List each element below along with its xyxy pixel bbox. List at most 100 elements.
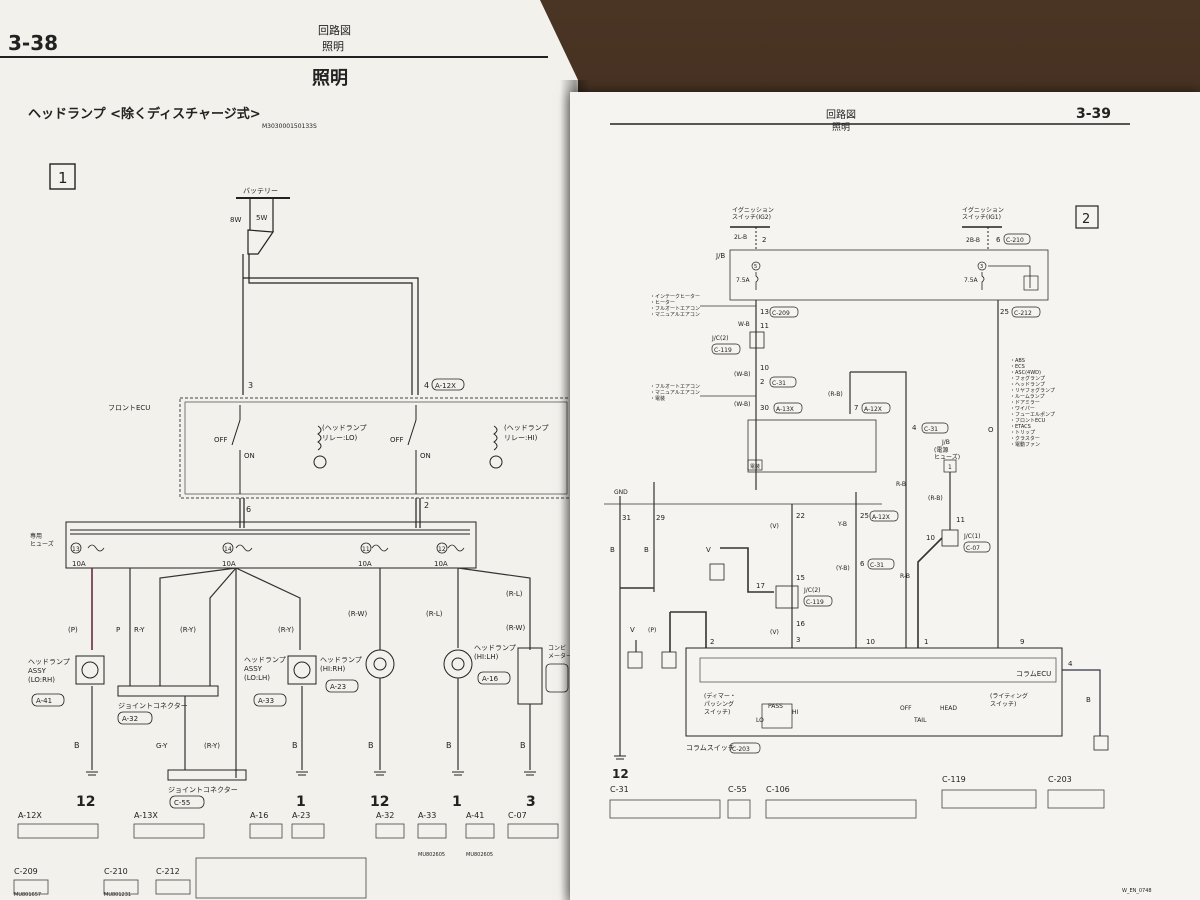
connector-shape — [727, 799, 751, 819]
wire-color: G-Y — [156, 742, 168, 750]
header-top: 回路図 — [318, 24, 351, 37]
wire-color: Y-B — [837, 521, 847, 528]
fuse-13: 13 10A — [70, 542, 86, 568]
joint-label: J/C(2) — [711, 335, 728, 342]
wire-color: B — [610, 546, 615, 554]
pin-label: 31 — [622, 514, 631, 522]
wire-color: V — [630, 626, 635, 634]
column-switch-label: コラムスイッチ — [686, 744, 735, 752]
connector-label: C-210 — [1006, 237, 1024, 244]
relay-hi-label: (ヘッドランプリレー:HI) — [504, 424, 549, 442]
connector-code: C-210 — [104, 867, 128, 876]
connector-shape — [155, 879, 191, 895]
section-title: 照明 — [312, 68, 348, 89]
part-code: MU801231 — [104, 892, 131, 898]
connector-block: C-212 — [155, 867, 191, 895]
fuse-amp: 10A — [222, 560, 236, 568]
joint-label: ジョイントコネクター — [118, 701, 188, 710]
wire-color: (W-B) — [734, 371, 750, 378]
lamp-hi-rh: ヘッドランプ(HI:RH) A-23 — [320, 649, 395, 693]
wire-color: R-Y — [134, 626, 145, 634]
lamp-hi-lh: ヘッドランプ(HI:LH) A-16 — [443, 644, 516, 685]
column-ecu-label: コラムECU — [1016, 670, 1051, 678]
wire-color: (R-Y) — [204, 742, 220, 750]
wire-color: (R-Y) — [180, 626, 196, 634]
wire-color: (Y-B) — [836, 565, 850, 572]
wire-color: (W-B) — [734, 401, 750, 408]
connector-label: C-119 — [806, 599, 824, 606]
switch-off-label: OFF — [390, 436, 404, 444]
pin-label: 30 — [760, 404, 769, 412]
jb-label: J/B — [715, 252, 725, 260]
svg-text:ヘッドランプ(HI:LH): ヘッドランプ(HI:LH) — [474, 644, 516, 661]
wire-color: R-B — [900, 573, 910, 580]
page-number: 3-38 — [8, 31, 58, 55]
ground-number: 1 — [452, 794, 462, 810]
connector-shape — [609, 799, 721, 819]
front-ecu-box — [179, 397, 573, 499]
pin-label: 10 — [760, 364, 769, 372]
doc-code: M303000150133S — [262, 123, 317, 130]
connector-label: A-13X — [776, 406, 794, 413]
page-number: 3-39 — [1076, 106, 1111, 122]
connector-block: A-41 — [465, 811, 495, 839]
junction-block — [729, 249, 1049, 301]
wire-color: (R-L) — [506, 590, 523, 598]
connector-label: A-32 — [122, 715, 138, 723]
fuse-box-label: 専用ヒューズ — [30, 532, 54, 548]
light-switch-label: (ライティングスイッチ) — [990, 692, 1028, 708]
frame-number: 2 — [1082, 212, 1090, 227]
ground-number: 12 — [76, 794, 95, 810]
connector-shape — [507, 823, 559, 839]
connector-shape — [133, 823, 205, 839]
wire-color: B — [446, 741, 452, 750]
pin-label: 4 — [424, 381, 429, 390]
frame-number: 1 — [58, 169, 68, 187]
pin-label: 17 — [756, 582, 765, 590]
switch-label: TAIL — [913, 717, 927, 724]
front-ecu-box — [747, 419, 877, 473]
wire-color: B — [520, 741, 526, 750]
connector-label: C-31 — [924, 426, 938, 433]
fuse-8w-label: 8W — [230, 216, 241, 224]
connector-code: C-203 — [1048, 775, 1072, 784]
ground-number: 12 — [612, 767, 629, 781]
wire-color: W-B — [738, 321, 750, 328]
right-page: 回路図 照明 3-39 2 イグニッションスイッチ(IG2) イグニッションスイ… — [570, 92, 1200, 900]
wire-color: O — [988, 426, 994, 434]
connector-code: A-13X — [134, 811, 158, 820]
wire-color: 2L-B — [734, 234, 747, 241]
connector-label: C-119 — [714, 347, 732, 354]
connector-block: A-33 — [417, 811, 447, 839]
connector-label: A-23 — [330, 683, 346, 691]
svg-text:コンビメーター: コンビメーター — [548, 644, 572, 660]
wire-color: (P) — [68, 626, 78, 634]
fuse-number: 12 — [438, 546, 446, 553]
switch-label: PASS — [768, 703, 783, 710]
ground-number: 12 — [370, 794, 389, 810]
fuse-14: 14 10A — [222, 542, 236, 568]
pin-label: 6 — [860, 560, 865, 568]
wire-color: B — [368, 741, 374, 750]
gnd-label: GND — [614, 489, 628, 496]
wire-color: (R-W) — [348, 610, 367, 618]
connector-code: C-209 — [14, 867, 38, 876]
fuse-number: 13 — [72, 546, 80, 553]
pin-label: 10 — [926, 534, 935, 542]
header-top: 回路図 — [826, 108, 856, 121]
connector-code: A-32 — [376, 811, 394, 820]
pin-label: 2 — [424, 501, 429, 510]
connector-block: A-23 — [291, 811, 325, 839]
connector-label: A-12X — [435, 382, 456, 390]
connector-code: C-07 — [508, 811, 527, 820]
connector-shape — [941, 789, 1037, 809]
connector-block: A-13X — [133, 811, 205, 839]
connector-label: A-41 — [36, 697, 52, 705]
load-list-right: ・ABS・ECS・ASC(4WD)・フォグランプ・ヘッドランプ・リヤフォグランプ… — [1010, 358, 1055, 448]
jb2-label: J/B(電源ヒューズ) — [934, 439, 960, 461]
switch-label: OFF — [900, 705, 912, 712]
wire-color: (P) — [648, 627, 656, 634]
wire-color: B — [74, 741, 80, 750]
